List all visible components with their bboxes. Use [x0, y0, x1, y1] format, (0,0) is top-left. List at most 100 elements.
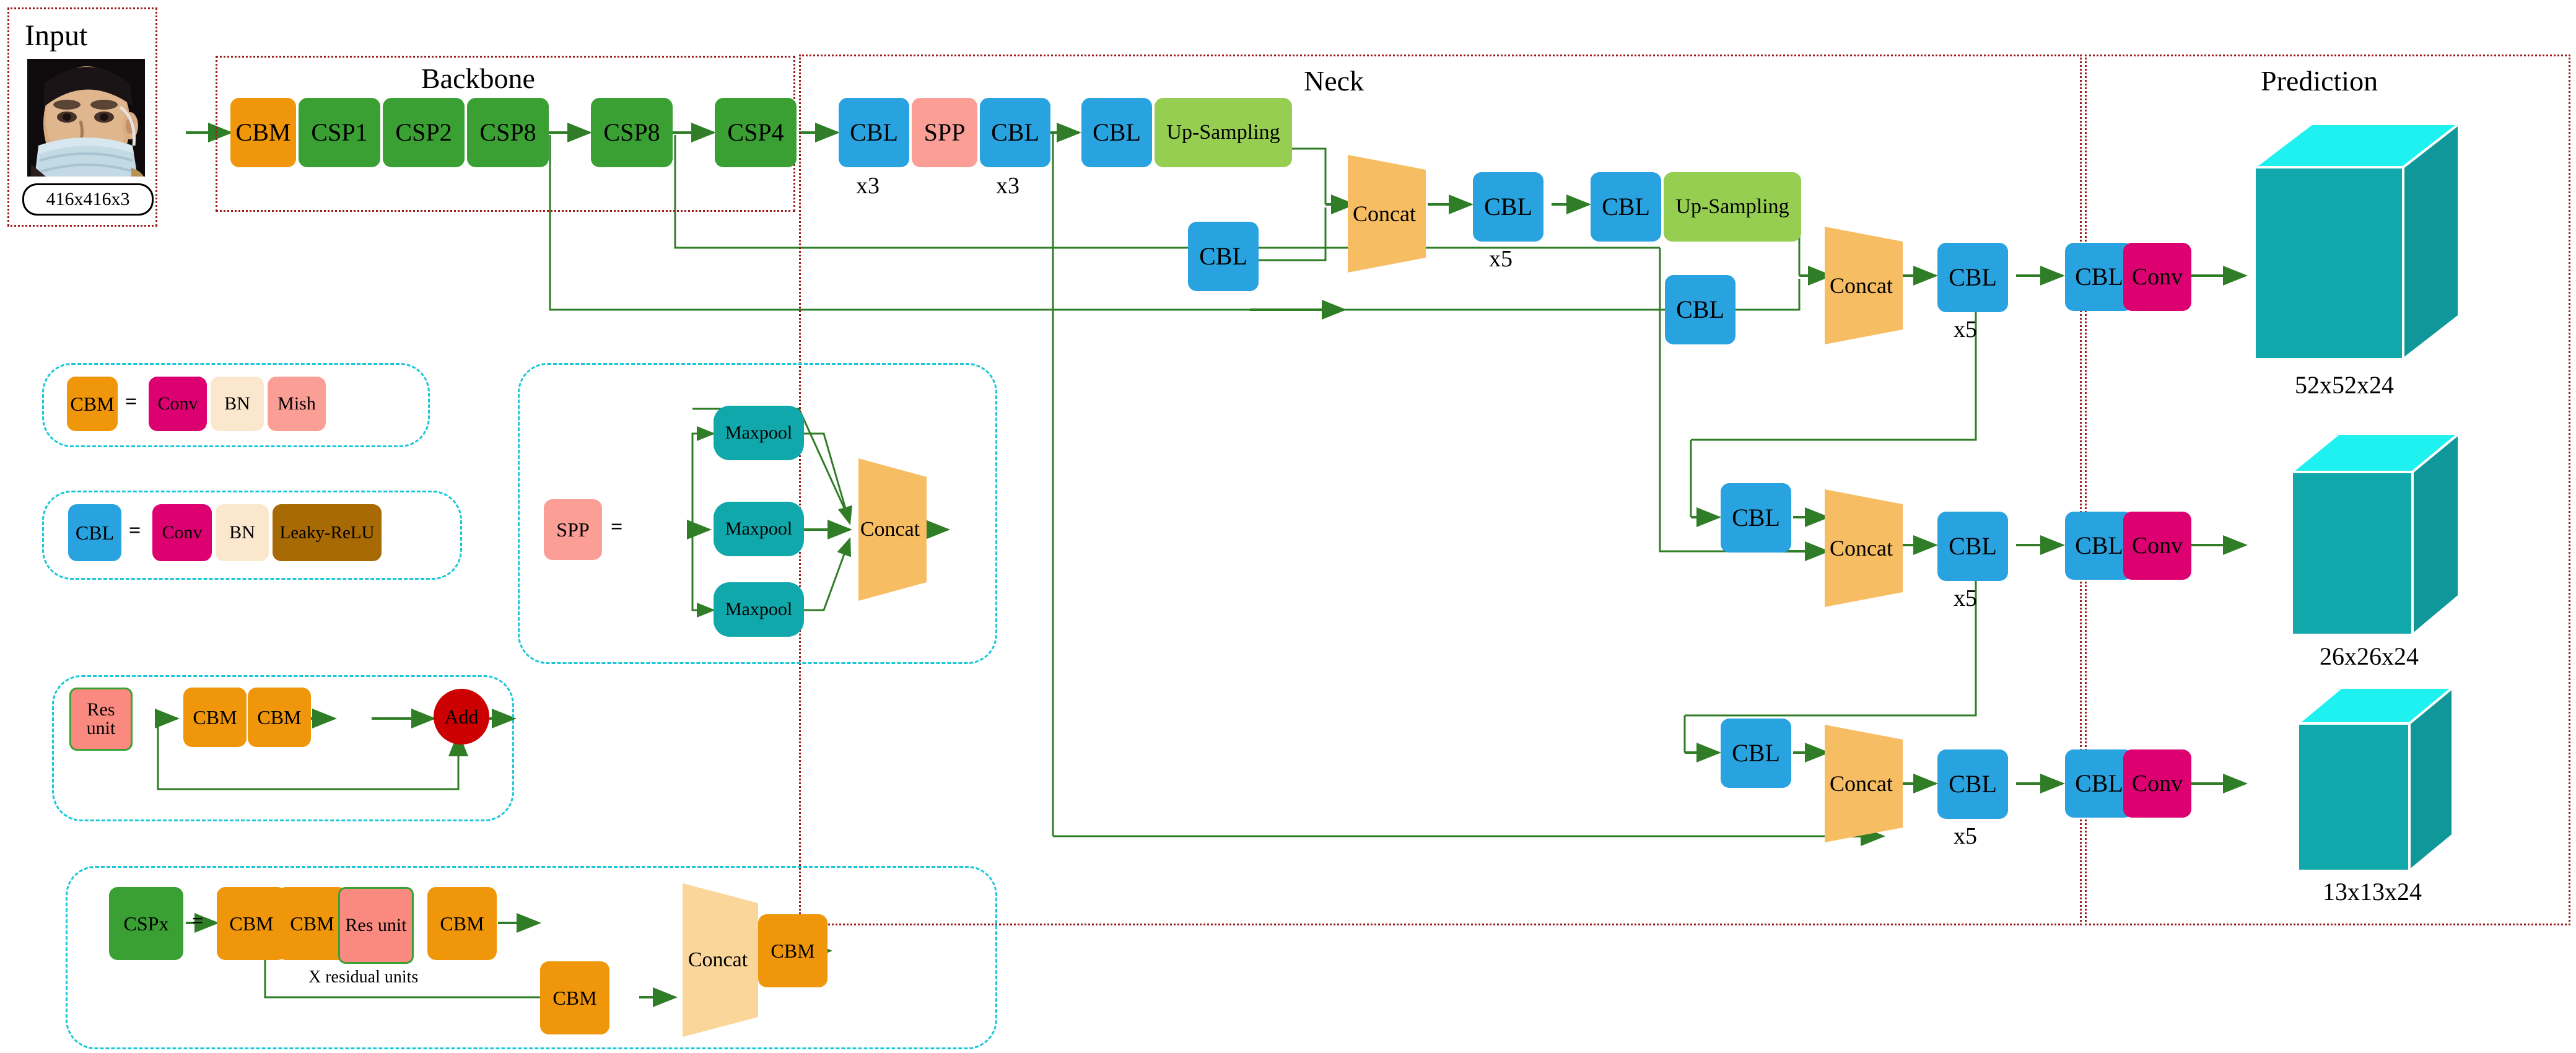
- block-label: CBM: [257, 706, 302, 728]
- legend-spp-concat[interactable]: Concat: [850, 458, 930, 601]
- concat-label: Concat: [1830, 771, 1893, 796]
- pred-cbl-26[interactable]: CBL: [2065, 512, 2133, 580]
- neck-upsampling-2[interactable]: Up-Sampling: [1664, 172, 1801, 242]
- pred-conv-52[interactable]: Conv: [2123, 243, 2191, 311]
- block-label: CBM: [70, 393, 115, 415]
- neck-cbl-down-2[interactable]: CBL: [1721, 719, 1791, 788]
- block-label: Maxpool: [725, 518, 793, 539]
- legend-cbm-head[interactable]: CBM: [67, 377, 118, 431]
- backbone-block-csp8-b[interactable]: CSP8: [591, 98, 673, 167]
- legend-cspx-cbm-tail[interactable]: CBM: [758, 914, 827, 987]
- neck-concat-3[interactable]: Concat: [1815, 489, 1908, 607]
- legend-resunit-cbm-1[interactable]: CBM: [183, 688, 247, 747]
- legend-cbl-conv[interactable]: Conv: [152, 504, 212, 561]
- legend-resunit-head[interactable]: Res unit: [69, 688, 133, 751]
- block-label: Leaky-ReLU: [279, 522, 375, 543]
- pred-cbl-13[interactable]: CBL: [2065, 749, 2133, 818]
- legend-cspx-resunit[interactable]: Res unit: [338, 887, 414, 964]
- legend-cspx-cbm-3[interactable]: CBM: [427, 887, 497, 960]
- block-label: CBL: [2075, 263, 2123, 291]
- legend-cbm-conv[interactable]: Conv: [149, 377, 207, 431]
- block-label: CSP8: [603, 118, 660, 146]
- neck-concat-1[interactable]: Concat: [1338, 155, 1431, 273]
- neck-title: Neck: [1304, 65, 1364, 97]
- neck-cbl-lateral-2[interactable]: CBL: [1665, 275, 1736, 344]
- neck-cbl-x5-1[interactable]: CBL: [1473, 172, 1543, 242]
- block-label: CSPx: [123, 912, 169, 935]
- block-label: CBM: [552, 987, 597, 1009]
- block-label: CBL: [1199, 242, 1247, 270]
- legend-cbm-mish[interactable]: Mish: [268, 377, 326, 431]
- block-label: Conv: [2131, 771, 2183, 797]
- backbone-title: Backbone: [421, 63, 535, 94]
- legend-cspx-cbm-bottom[interactable]: CBM: [540, 961, 609, 1034]
- block-label: CSP1: [311, 118, 368, 146]
- legend-cbl-bn[interactable]: BN: [216, 504, 269, 561]
- block-label: Mish: [277, 393, 316, 414]
- neck-spp[interactable]: SPP: [912, 98, 977, 167]
- neck-cbl-x5-3[interactable]: CBL: [1937, 512, 2008, 581]
- block-label: BN: [229, 522, 255, 543]
- block-label: CBM: [193, 706, 237, 728]
- block-label: CBL: [1484, 193, 1532, 221]
- neck-concat-4[interactable]: Concat: [1815, 725, 1908, 842]
- pred-conv-13[interactable]: Conv: [2123, 749, 2191, 818]
- block-label: CBM: [235, 118, 291, 146]
- backbone-block-csp1[interactable]: CSP1: [299, 98, 380, 167]
- input-region-frame: [7, 7, 157, 227]
- legend-spp-maxpool-3[interactable]: Maxpool: [714, 582, 804, 637]
- legend-spp-maxpool-1[interactable]: Maxpool: [714, 406, 804, 460]
- concat-label: Concat: [688, 948, 748, 971]
- legend-cbm-bn[interactable]: BN: [211, 377, 264, 431]
- legend-cspx-head[interactable]: CSPx: [109, 887, 183, 960]
- neck-cbl-lateral-1[interactable]: CBL: [1188, 222, 1259, 291]
- legend-spp-maxpool-2[interactable]: Maxpool: [714, 502, 804, 556]
- neck-cbl-3[interactable]: CBL: [1081, 98, 1152, 167]
- pred-conv-26[interactable]: Conv: [2123, 512, 2191, 580]
- concat-label: Concat: [1830, 536, 1893, 561]
- block-label: Conv: [2131, 533, 2183, 559]
- legend-spp-box: [518, 363, 997, 664]
- block-label: CBL: [850, 118, 898, 146]
- neck-cbl-down-1[interactable]: CBL: [1721, 483, 1791, 553]
- block-label: CBL: [2075, 769, 2123, 797]
- neck-cbl-x5-1-repeat: x5: [1489, 246, 1513, 272]
- neck-concat-2[interactable]: Concat: [1815, 227, 1908, 344]
- backbone-block-cbm[interactable]: CBM: [230, 98, 296, 167]
- legend-cspx-note: X residual units: [308, 968, 419, 987]
- legend-cbl-equals: =: [129, 519, 141, 542]
- block-label: SPP: [556, 518, 590, 541]
- backbone-block-csp4[interactable]: CSP4: [715, 98, 797, 167]
- legend-cspx-concat[interactable]: Concat: [674, 883, 762, 1037]
- block-label: CBL: [75, 522, 115, 544]
- legend-cbm-box: [42, 363, 430, 447]
- neck-cbl-4[interactable]: CBL: [1591, 172, 1661, 242]
- block-label: Up-Sampling: [1166, 121, 1280, 144]
- block-label: Maxpool: [725, 422, 793, 443]
- neck-cbl-x5-2[interactable]: CBL: [1937, 243, 2008, 312]
- concat-label: Concat: [1353, 201, 1416, 226]
- backbone-block-csp2[interactable]: CSP2: [383, 98, 465, 167]
- legend-cbl-head[interactable]: CBL: [68, 504, 121, 561]
- neck-upsampling-1[interactable]: Up-Sampling: [1155, 98, 1292, 167]
- legend-cspx-cbm-1[interactable]: CBM: [217, 887, 286, 960]
- legend-spp-head[interactable]: SPP: [544, 499, 602, 560]
- neck-cbl-2[interactable]: CBL: [980, 98, 1050, 167]
- pred-cbl-52[interactable]: CBL: [2065, 243, 2133, 311]
- neck-cbl-x5-4[interactable]: CBL: [1937, 749, 2008, 819]
- legend-resunit-cbm-2[interactable]: CBM: [248, 688, 311, 747]
- legend-resunit-box: [52, 675, 514, 821]
- legend-cbl-box: [42, 491, 462, 580]
- backbone-block-csp8-a[interactable]: CSP8: [467, 98, 549, 167]
- concat-label: Concat: [860, 518, 920, 541]
- neck-cbl-x5-2-repeat: x5: [1954, 317, 1977, 343]
- input-size-badge: 416x416x3: [22, 183, 154, 216]
- block-label: Add: [444, 706, 479, 728]
- input-face-photo: [27, 59, 145, 177]
- legend-resunit-add[interactable]: Add: [434, 689, 489, 745]
- legend-cbl-leaky[interactable]: Leaky-ReLU: [273, 504, 382, 561]
- neck-cbl-1[interactable]: CBL: [839, 98, 909, 167]
- legend-cspx-cbm-2[interactable]: CBM: [277, 887, 347, 960]
- output-cube-26: [2288, 430, 2463, 638]
